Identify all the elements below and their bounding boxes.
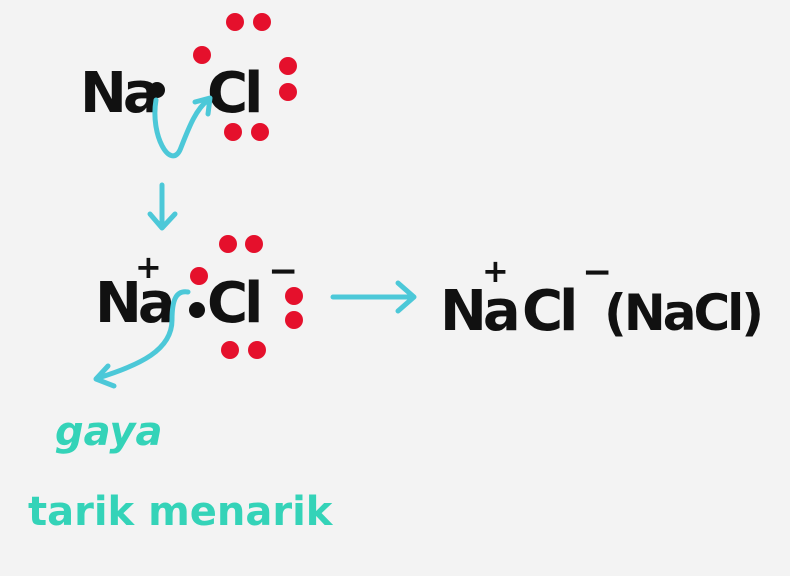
- note-line-2: tarik menarik: [28, 489, 334, 535]
- arrow-down-icon: [147, 182, 178, 231]
- electron-dot: [253, 13, 271, 31]
- electron-dot: [224, 123, 242, 141]
- product-sodium-charge: +: [482, 252, 509, 290]
- electron-dot: [279, 83, 297, 101]
- electron-dot: [279, 57, 297, 75]
- electron-transfer-arrowhead: [192, 95, 213, 117]
- attraction-arrow: [95, 289, 191, 381]
- electron-dot: [190, 267, 208, 285]
- sodium-ion-charge: +: [135, 248, 162, 286]
- sodium-ion-symbol: Na: [95, 271, 172, 336]
- chloride-electrons: [190, 235, 303, 359]
- electron-transfer-arrow: [152, 97, 211, 159]
- ions-row: Na + Cl −: [93, 235, 303, 389]
- top-reaction-row: Na Cl: [80, 13, 297, 159]
- chlorine-symbol-top: Cl: [207, 61, 259, 126]
- attraction-arrowhead: [93, 363, 117, 389]
- electron-dot: [219, 235, 237, 253]
- electron-dot: [221, 341, 239, 359]
- product-formula: Na + Cl − (NaCl): [440, 252, 764, 344]
- note-line-1: gaya: [55, 409, 162, 455]
- product-chlorine: Cl: [522, 279, 574, 344]
- chlorine-electrons-top: [193, 13, 297, 141]
- electron-dot: [245, 235, 263, 253]
- product-compound-name: (NaCl): [604, 284, 761, 342]
- electron-dot: [251, 123, 269, 141]
- electron-dot: [285, 311, 303, 329]
- electron-dot: [285, 287, 303, 305]
- product-chlorine-charge: −: [582, 252, 612, 293]
- arrow-right-icon: [330, 280, 417, 314]
- electron-dot: [193, 46, 211, 64]
- chloride-ion-symbol: Cl: [207, 271, 259, 336]
- sodium-symbol-top: Na: [80, 61, 157, 126]
- attraction-note: gaya tarik menarik: [28, 409, 334, 535]
- chloride-ion-charge: −: [268, 251, 298, 292]
- electron-dot: [248, 341, 266, 359]
- transferred-electron: [189, 302, 205, 318]
- product-sodium: Na: [440, 279, 517, 344]
- sodium-electron-top: [149, 82, 165, 98]
- electron-dot: [226, 13, 244, 31]
